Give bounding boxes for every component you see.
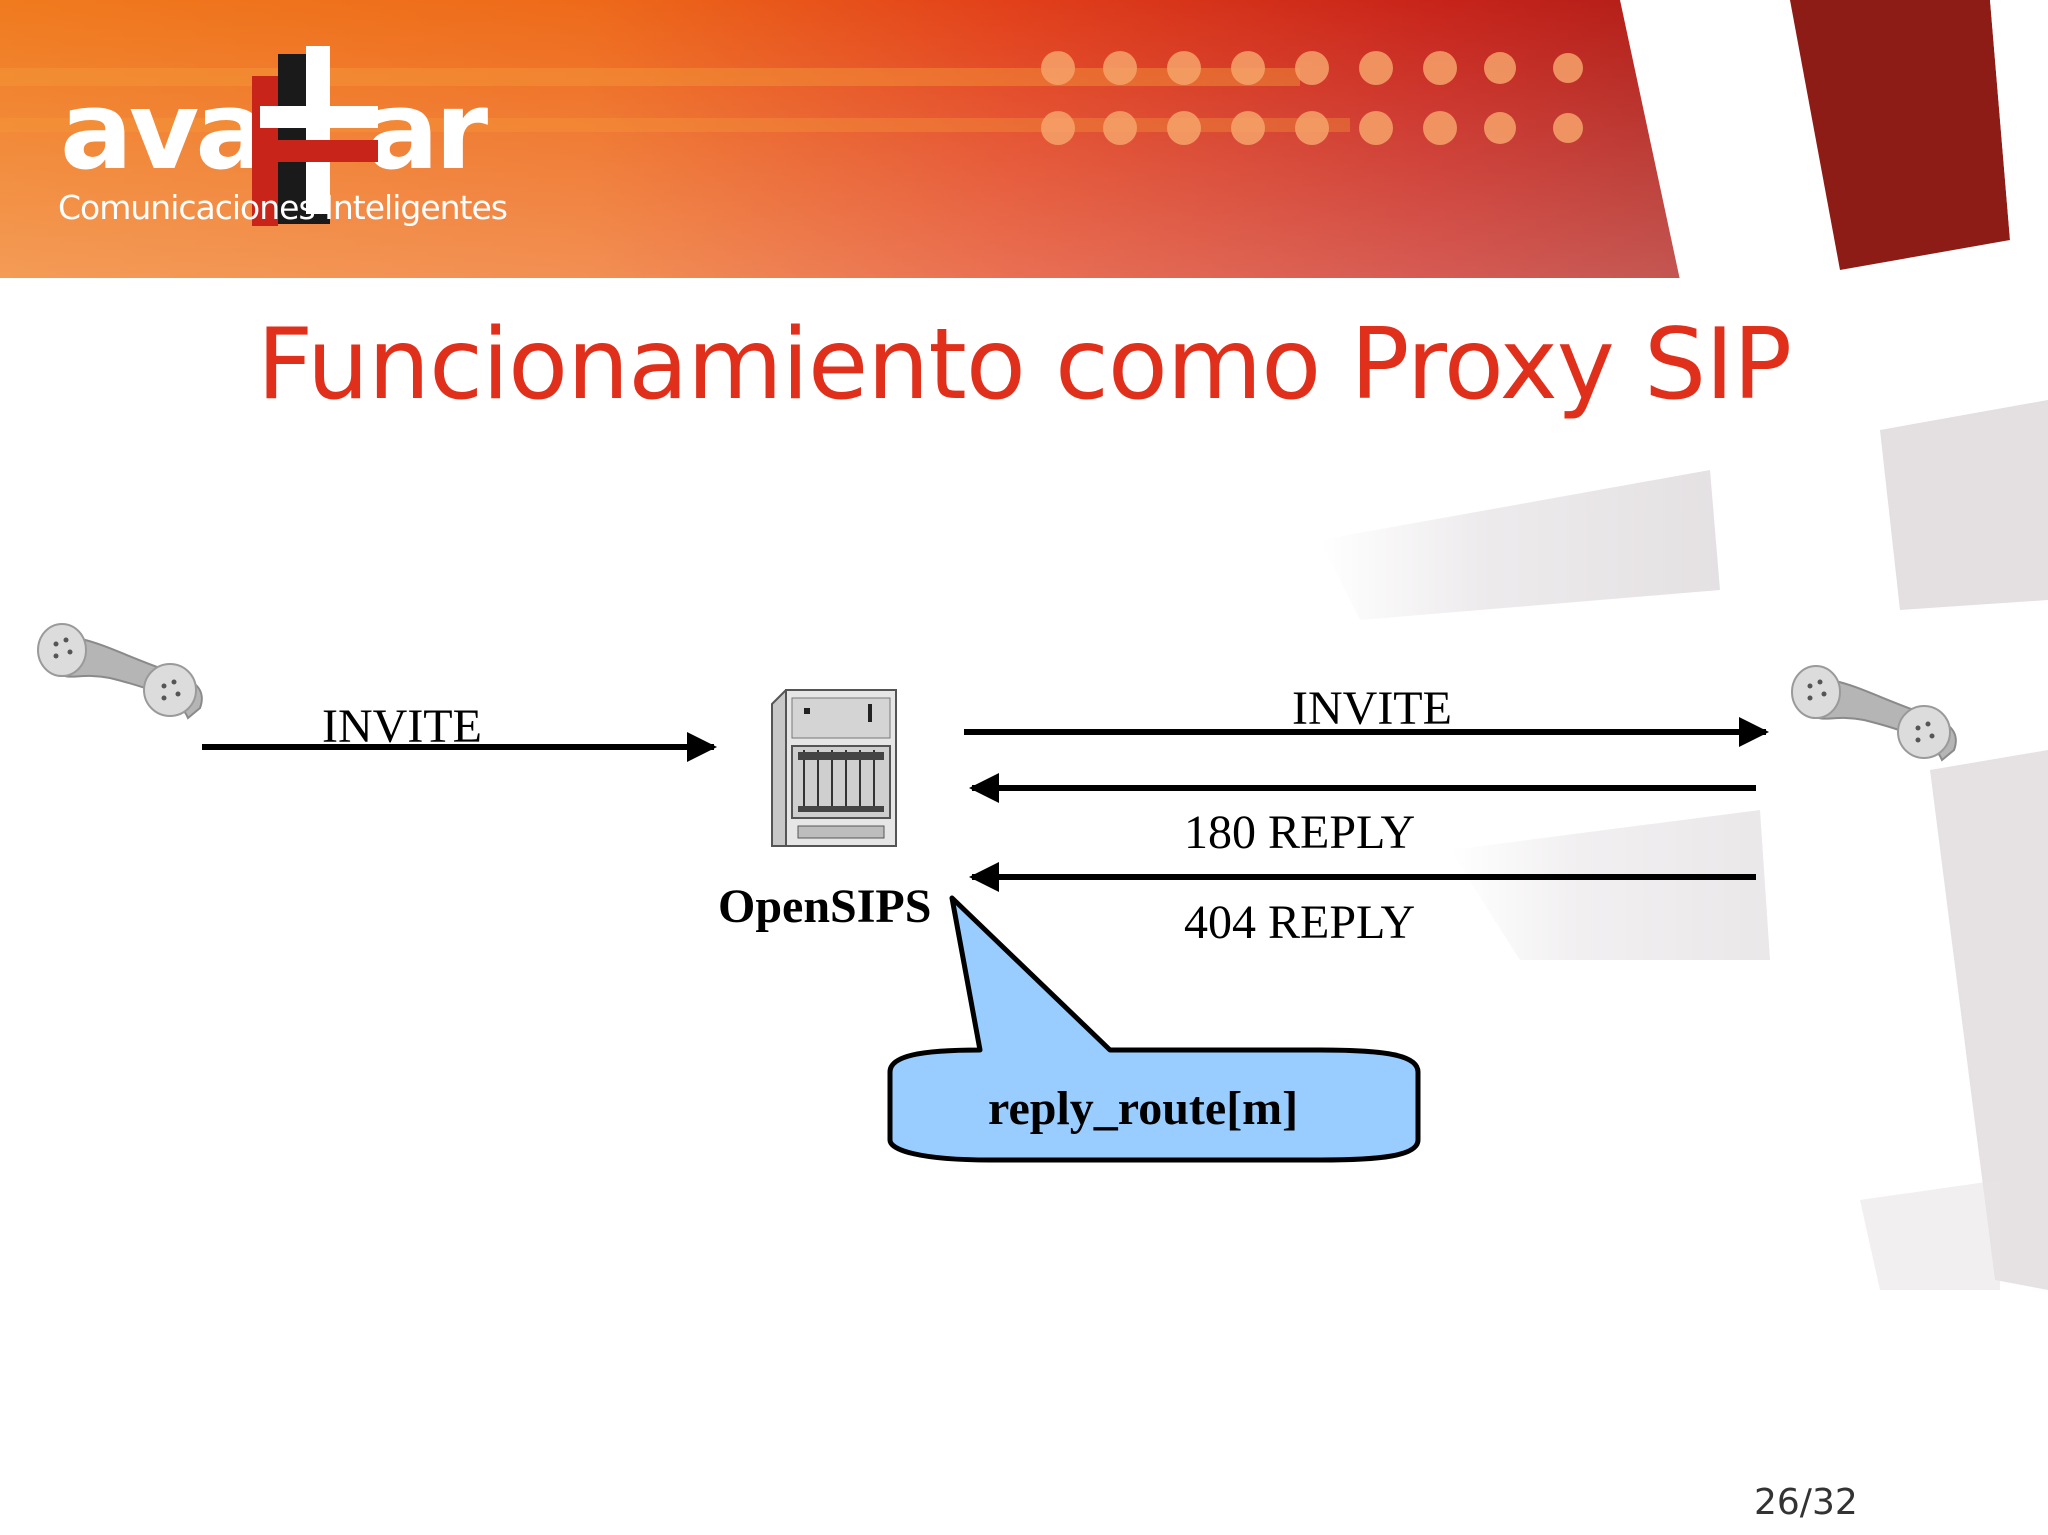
invite-label-right: INVITE <box>1292 682 1452 735</box>
opensips-label: OpenSIPS <box>718 880 931 933</box>
header-background <box>0 0 2048 280</box>
telephone-handset-icon <box>37 623 203 720</box>
reply-route-callout: reply_route[m] <box>887 895 1421 1163</box>
logo-mark: ava ar <box>60 46 492 226</box>
header-banner: ava ar Comunicaciones Inteligentes <box>0 0 2048 280</box>
logo-tagline: Comunicaciones Inteligentes <box>58 188 508 227</box>
svg-text:ava: ava <box>60 69 264 194</box>
reply-404-label: 404 REPLY <box>1184 896 1415 949</box>
callout-text: reply_route[m] <box>988 1082 1298 1135</box>
header-dots <box>1041 51 1583 145</box>
invite-label-left: INVITE <box>322 700 482 753</box>
reply-180-label: 180 REPLY <box>1184 806 1415 859</box>
sip-server-icon <box>771 689 897 847</box>
page-number: 26/32 <box>1754 1482 1858 1523</box>
svg-text:ar: ar <box>366 69 488 194</box>
company-logo: ava ar Comunicaciones Inteligentes <box>56 36 508 246</box>
telephone-handset-icon <box>1791 665 1957 762</box>
slide-title: Funcionamiento como Proxy SIP <box>256 308 1792 422</box>
